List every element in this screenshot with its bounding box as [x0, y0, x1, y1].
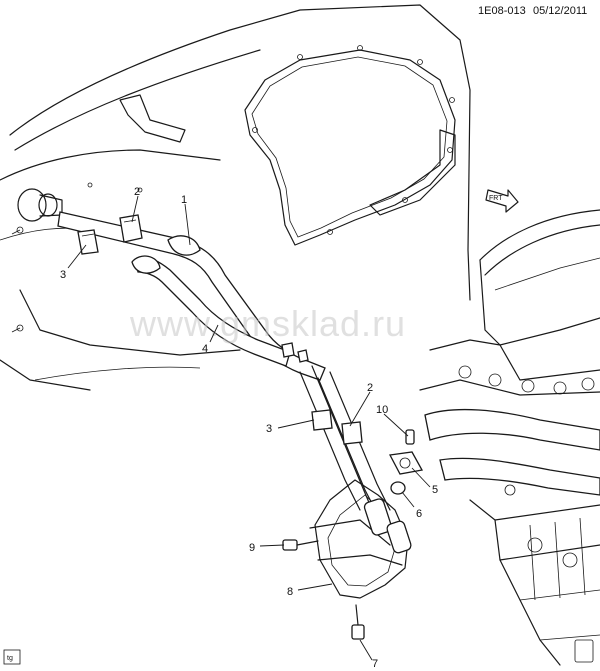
- callout-9: 9: [249, 542, 255, 554]
- seal-6: [390, 481, 406, 495]
- callout-6: 6: [416, 508, 422, 520]
- stud-10: [405, 429, 415, 445]
- watermark: www.gmsklad.ru: [129, 303, 406, 344]
- diagram-code: 1E08-013: [478, 5, 526, 17]
- callout-4: 4: [202, 343, 208, 355]
- heater-core-fittings: [11, 182, 143, 333]
- panel-holes: [252, 45, 455, 235]
- callout-5: 5: [432, 484, 438, 496]
- leader-lines: [67, 195, 431, 661]
- callout-3-upper: 3: [60, 269, 66, 281]
- gasket-5: [388, 451, 424, 475]
- callout-3-lower: 3: [266, 423, 272, 435]
- dash-panel: [0, 4, 471, 391]
- bolt-7: [351, 604, 365, 640]
- callout-8: 8: [287, 586, 293, 598]
- engine-assembly: [419, 209, 600, 666]
- clamp-lower-3: [311, 409, 333, 431]
- callout-1: 1: [181, 194, 187, 206]
- callout-2-lower: 2: [367, 382, 373, 394]
- front-indicator: FRT: [485, 189, 519, 213]
- heater-pipes: [299, 365, 412, 599]
- hose-clips-4: [281, 342, 309, 363]
- diagram-date: 05/12/2011: [533, 5, 587, 17]
- bolt-9: [282, 539, 319, 551]
- callout-2-upper: 2: [134, 186, 140, 198]
- corner-tag: tg: [3, 649, 21, 665]
- clamp-lower-2: [341, 421, 363, 445]
- corner-tag-label: tg: [7, 655, 13, 662]
- callout-10: 10: [376, 404, 388, 416]
- callout-7: 7: [372, 658, 378, 670]
- clamp-upper-2: [119, 214, 143, 243]
- front-indicator-label: FRT: [489, 195, 503, 202]
- clamp-upper-3: [77, 229, 99, 255]
- heater-hose-inlet: [57, 211, 326, 381]
- heater-hose-outlet: [131, 255, 291, 367]
